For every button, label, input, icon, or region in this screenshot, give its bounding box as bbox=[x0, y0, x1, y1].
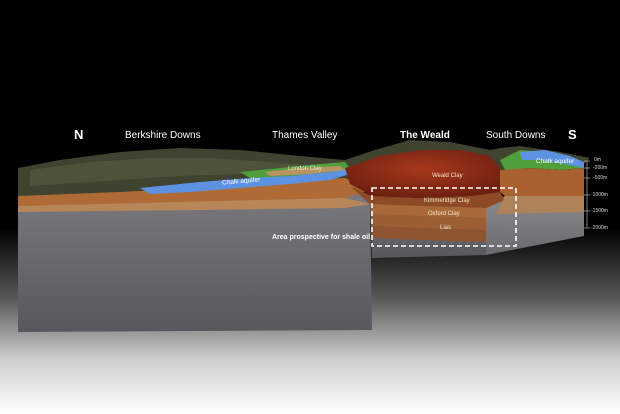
weald-lower-strata bbox=[350, 186, 505, 208]
london-clay-label: London Clay bbox=[288, 166, 322, 172]
front-face bbox=[18, 190, 372, 332]
lias-band bbox=[372, 226, 486, 242]
region-berkshire-downs: Berkshire Downs bbox=[125, 130, 201, 141]
north-label: N bbox=[74, 127, 84, 142]
region-thames-valley: Thames Valley bbox=[272, 130, 338, 141]
orange-strata-left bbox=[18, 178, 370, 206]
oxford-band bbox=[372, 214, 486, 230]
depth-label-0: 0m bbox=[594, 157, 601, 163]
kimmeridge-clay-label: Kimmeridge Clay bbox=[424, 198, 470, 204]
chalk-aquifer-right-band bbox=[520, 150, 584, 168]
london-clay-band bbox=[265, 166, 345, 176]
terrain-highlights bbox=[30, 158, 330, 186]
depth-label-200: -200m bbox=[593, 165, 608, 171]
tan-strata-left bbox=[18, 198, 370, 212]
oxford-clay-label: Oxford Clay bbox=[428, 211, 460, 217]
depth-scale-ticks bbox=[584, 160, 590, 229]
chalk-aquifer-right-label: Chalk aquifer bbox=[536, 158, 575, 165]
south-label: S bbox=[568, 127, 577, 142]
depth-label-1000: -1000m bbox=[591, 192, 608, 198]
weald-clay-label: Weald Clay bbox=[432, 173, 463, 179]
shale-oil-annotation: Area prospective for shale oil bbox=[272, 234, 371, 241]
chalk-aquifer-left-band bbox=[140, 168, 350, 194]
right-strata-orange bbox=[500, 168, 584, 196]
shale-oil-prospect-box bbox=[371, 187, 517, 247]
region-the-weald: The Weald bbox=[400, 130, 450, 141]
depth-label-1500: -1500m bbox=[591, 208, 608, 214]
lias-label: Lias bbox=[440, 225, 452, 231]
depth-label-2000: -2000m bbox=[591, 225, 608, 231]
region-south-downs: South Downs bbox=[486, 130, 546, 141]
weald-clay-mass bbox=[345, 150, 500, 198]
right-strata-tan bbox=[496, 196, 584, 214]
depth-label-500: -500m bbox=[593, 175, 608, 181]
kimmeridge-band bbox=[370, 204, 486, 218]
